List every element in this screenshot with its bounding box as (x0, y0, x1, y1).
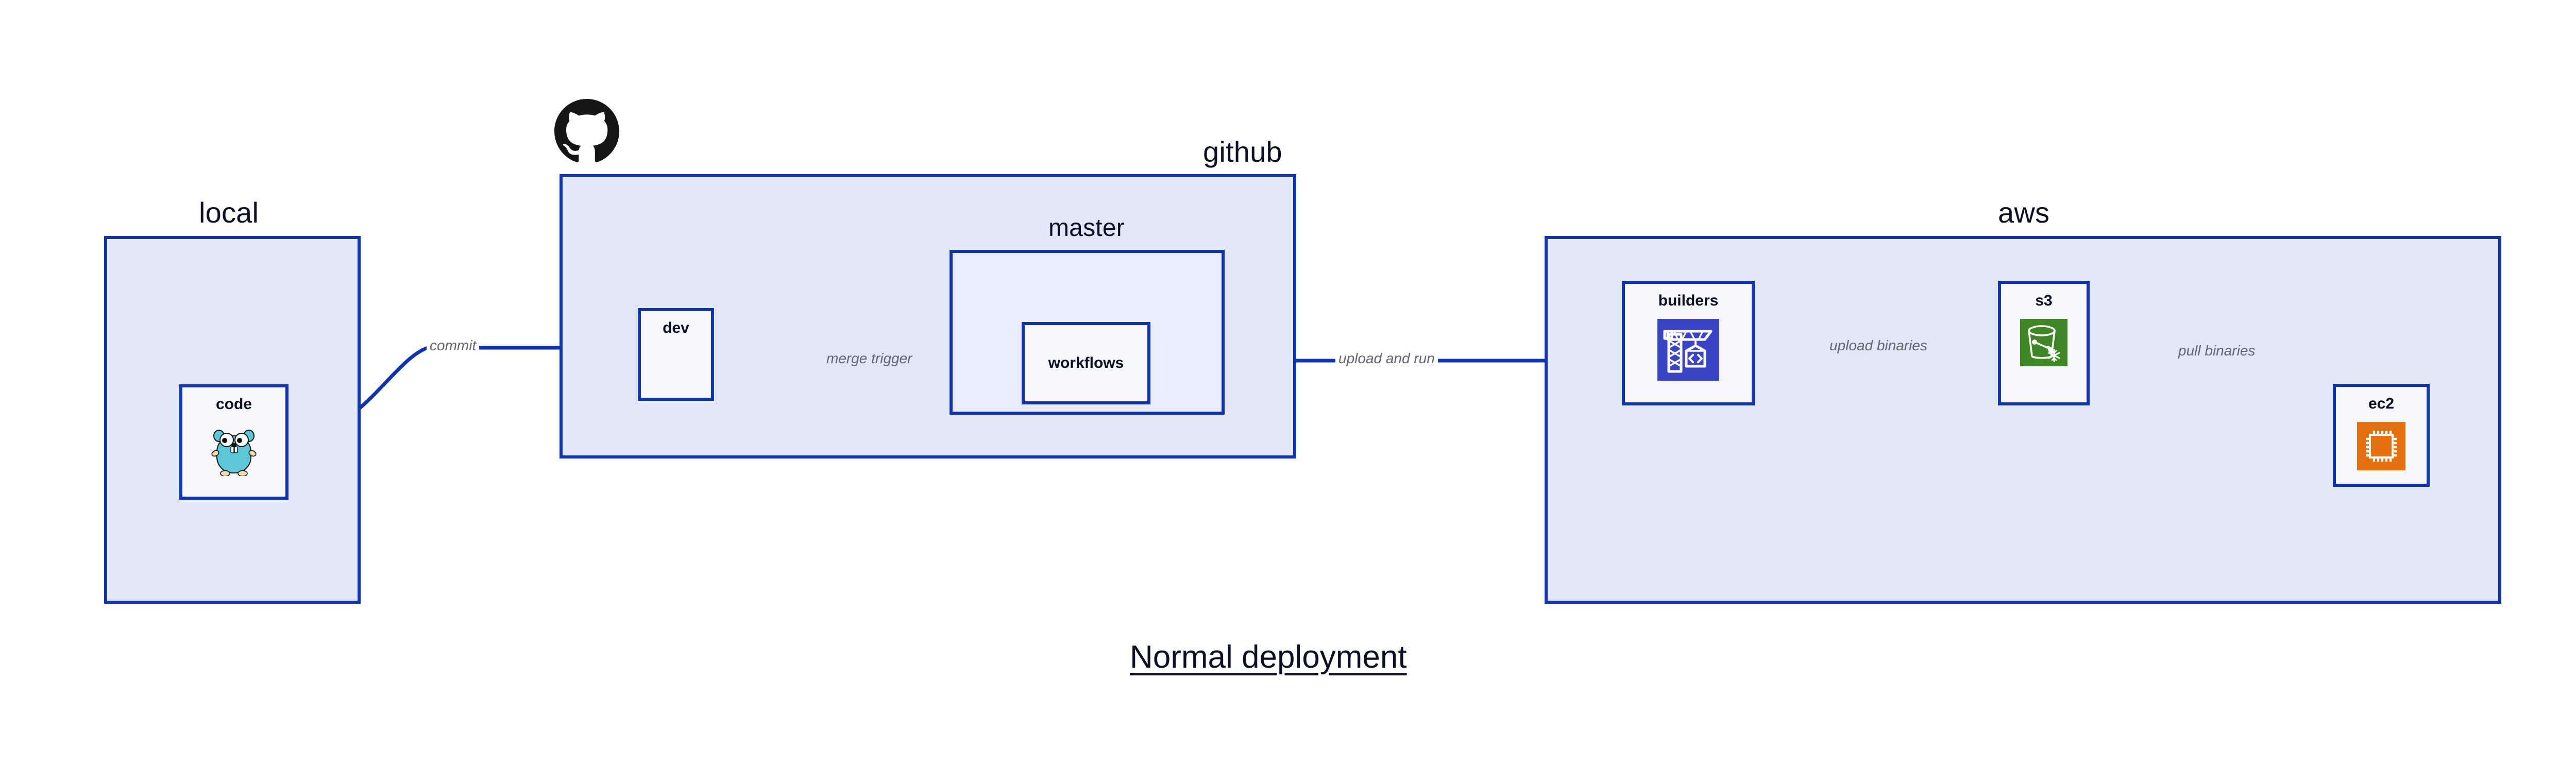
aws-s3-bucket-icon (2020, 319, 2067, 366)
edge-label-upload-binaries: upload binaries (1826, 337, 1930, 354)
go-gopher-icon (210, 422, 258, 477)
node-label-builders: builders (1658, 292, 1719, 309)
group-label-aws: aws (1998, 196, 2050, 229)
group-label-local: local (199, 196, 259, 229)
node-ec2[interactable]: ec2 (2333, 384, 2430, 487)
diagram-title: Normal deployment (1130, 639, 1407, 675)
group-local (104, 236, 361, 604)
aws-codebuild-crane-icon (1657, 319, 1719, 381)
node-workflows[interactable]: workflows (1022, 322, 1150, 404)
aws-ec2-chip-icon (2357, 422, 2405, 470)
node-label-s3: s3 (2035, 292, 2053, 309)
github-mark-icon (554, 99, 619, 164)
edge-label-merge-trigger: merge trigger (823, 350, 916, 367)
group-label-github: github (1203, 135, 1282, 168)
node-label-ec2: ec2 (2368, 395, 2395, 412)
node-label-dev: dev (663, 319, 689, 336)
node-code[interactable]: code (179, 384, 289, 500)
node-label-workflows: workflows (1048, 354, 1124, 371)
edge-label-commit: commit (427, 337, 480, 354)
node-s3[interactable]: s3 (1998, 281, 2090, 405)
node-label-code: code (215, 396, 252, 413)
edge-label-pull-binaries: pull binaries (2175, 343, 2259, 359)
node-builders[interactable]: builders (1622, 281, 1755, 405)
subgroup-label-master: master (1048, 214, 1125, 242)
node-dev[interactable]: dev (638, 308, 714, 401)
edge-label-upload-and-run: upload and run (1335, 350, 1438, 367)
